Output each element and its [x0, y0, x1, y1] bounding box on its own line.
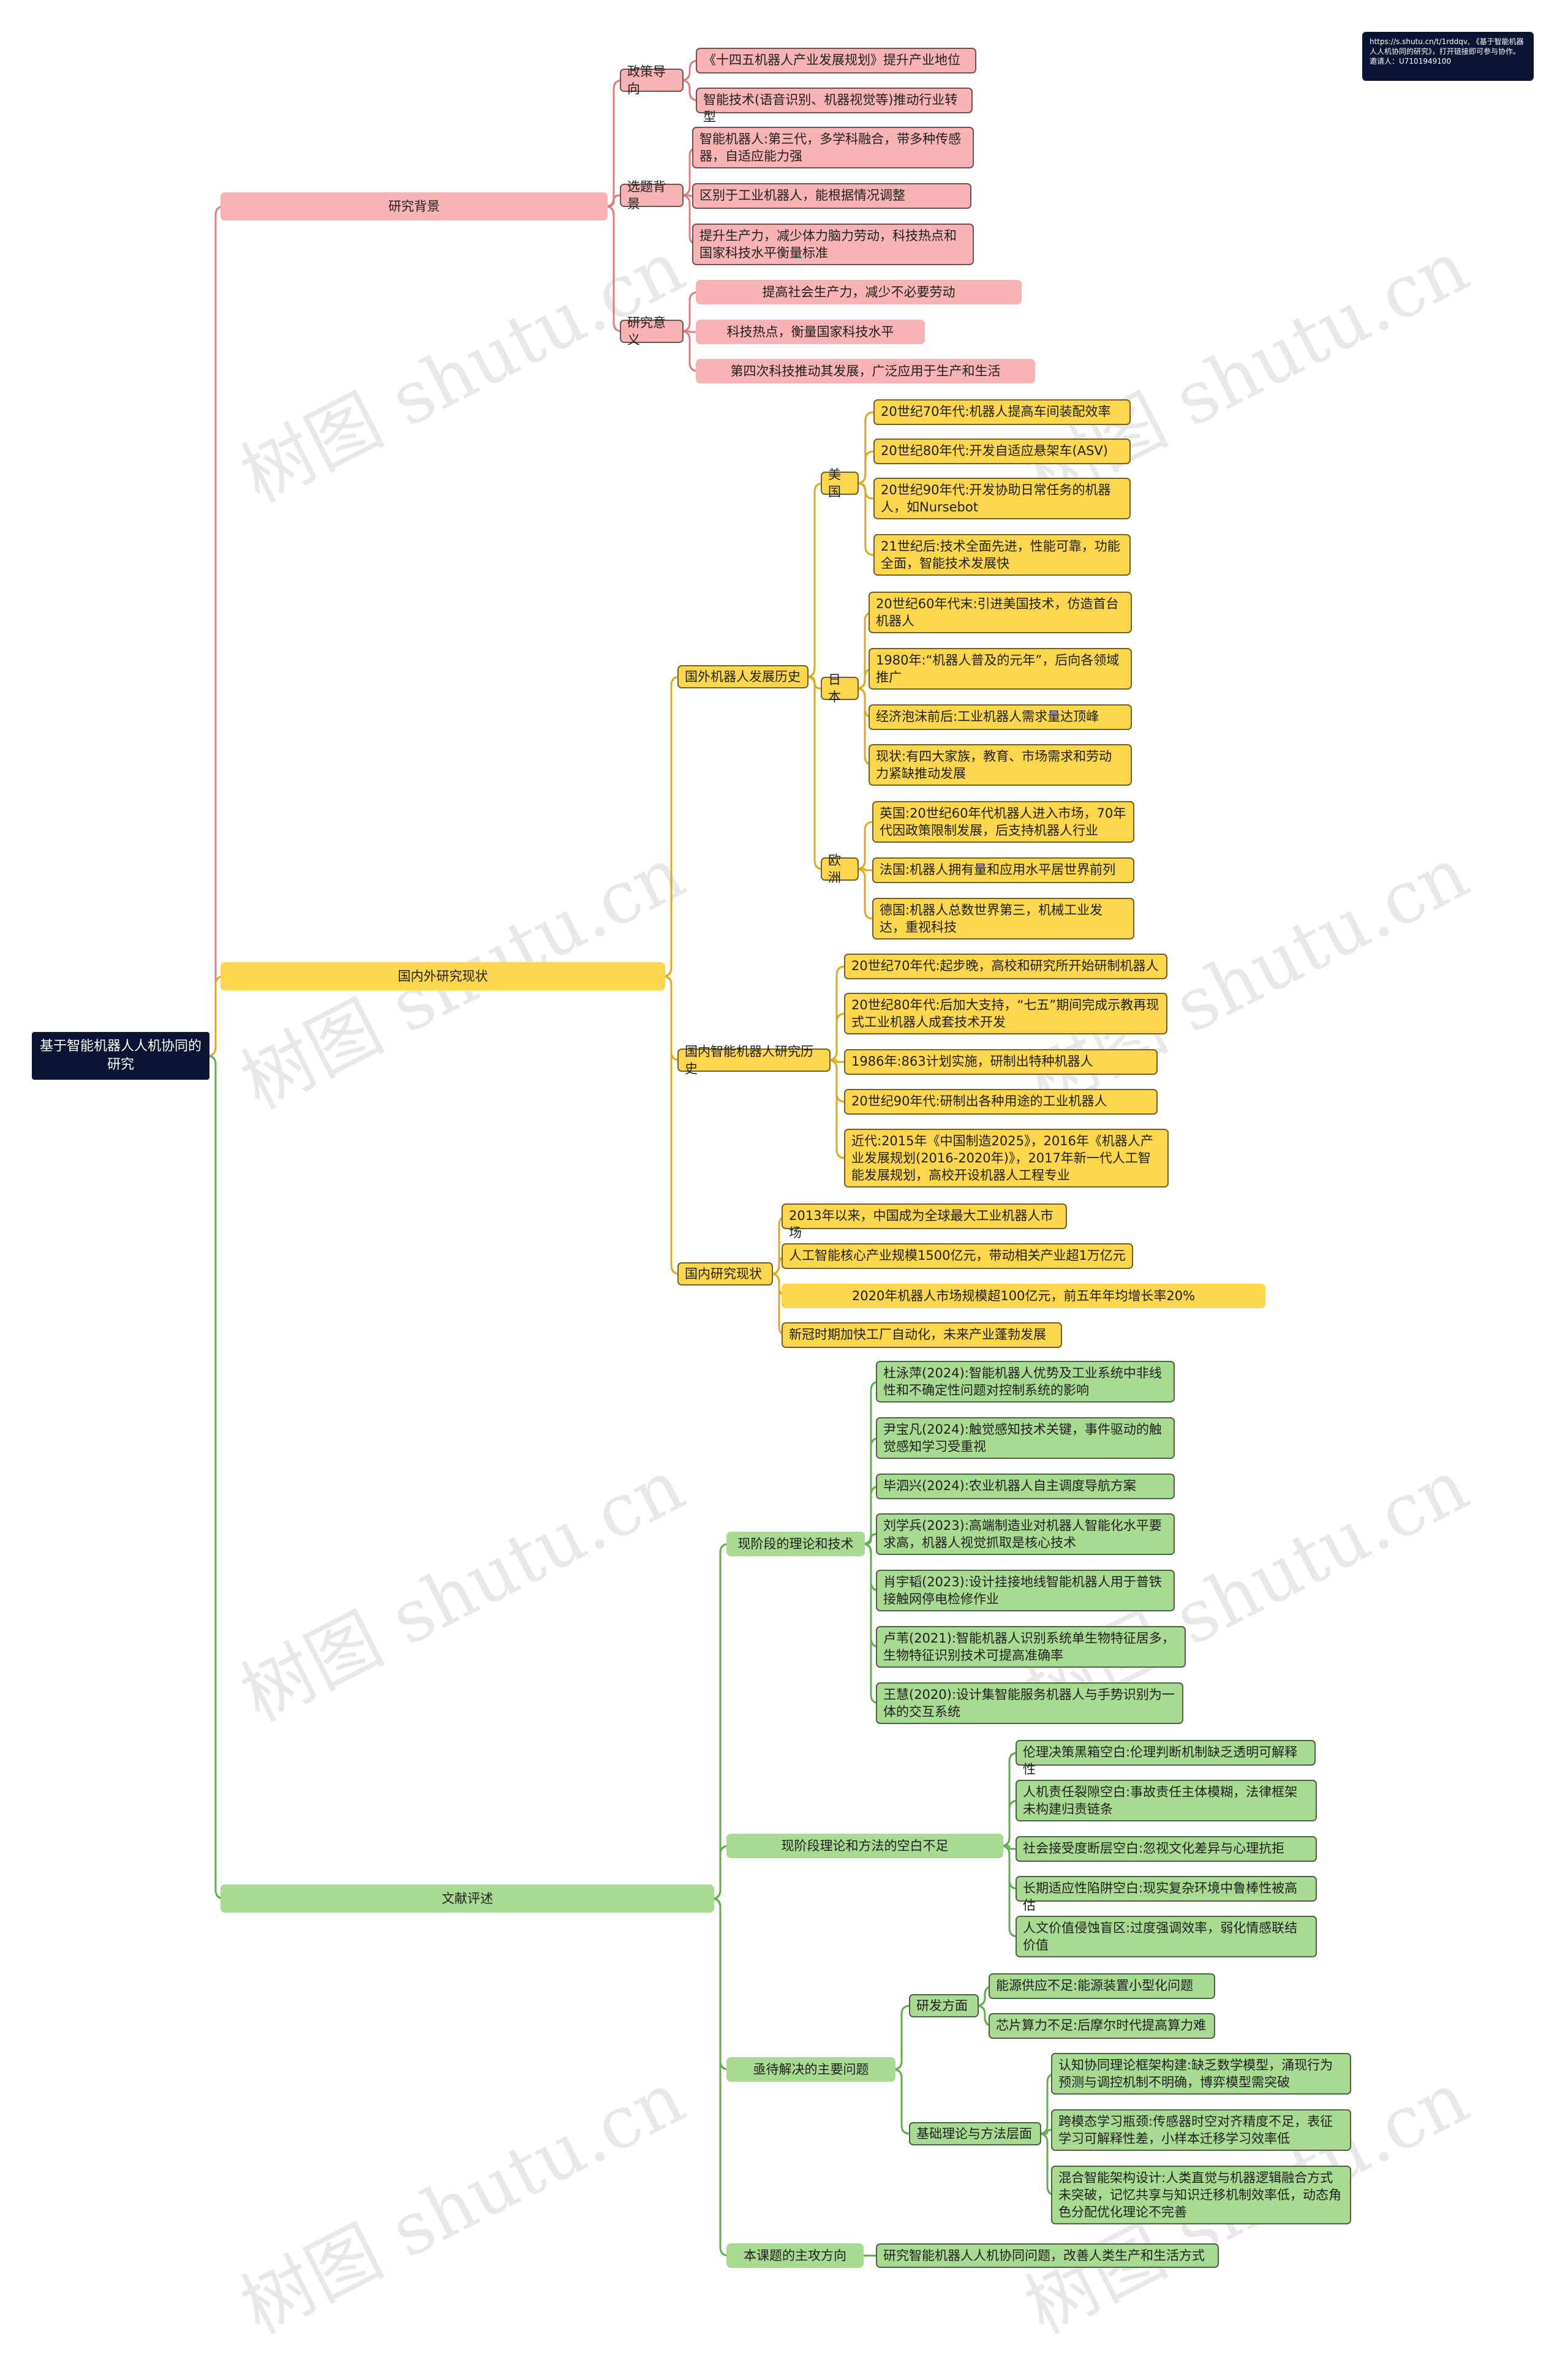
leaf-europe-2[interactable]: 法国:机器人拥有量和应用水平居世界前列	[872, 857, 1134, 883]
connector-line	[856, 450, 874, 484]
leaf-theory-1[interactable]: 杜泳萍(2024):智能机器人优势及工业系统中非线性和不确定性问题对控制系统的影…	[876, 1361, 1175, 1402]
connector-line	[865, 1533, 876, 1545]
connector-line	[805, 482, 824, 678]
node-foreign-history[interactable]: 国外机器人发展历史	[677, 665, 809, 688]
connector-line	[662, 676, 680, 977]
leaf-basic-2[interactable]: 跨模态学习瓶颈:传感器时空对齐精度不足，表征学习可解释性差，小样本迁移学习效率低	[1051, 2109, 1351, 2151]
node-europe[interactable]: 欧洲	[821, 853, 859, 885]
connector-line	[892, 2005, 911, 2071]
connector-line	[856, 482, 874, 556]
leaf-gap-1[interactable]: 伦理决策黑箱空白:伦理判断机制缺乏透明可解释性	[1016, 1740, 1316, 1777]
node-japan[interactable]: 日本	[821, 672, 859, 704]
leaf-europe-1[interactable]: 英国:20世纪60年代机器人进入市场，70年代因政策限制发展，后支持机器人行业	[872, 801, 1134, 843]
leaf-policy-1[interactable]: 《十四五机器人产业发展规划》提升产业地位	[696, 48, 976, 73]
leaf-topic-2[interactable]: 区别于工业机器人，能根据情况调整	[692, 183, 971, 209]
node-topic-background[interactable]: 选题背景	[620, 179, 684, 211]
leaf-direction-1[interactable]: 研究智能机器人人机协同问题，改善人类生产和生活方式	[876, 2243, 1219, 2268]
node-policy[interactable]: 政策导向	[620, 64, 684, 96]
leaf-theory-5[interactable]: 肖宇韬(2023):设计挂接地线智能机器人用于普铁接触网停电检修作业	[876, 1570, 1175, 1611]
connector-line	[859, 868, 872, 872]
node-current-theory[interactable]: 现阶段的理论和技术	[726, 1532, 865, 1556]
leaf-rd-2[interactable]: 芯片算力不足:后摩尔时代提高算力难	[989, 2013, 1215, 2039]
node-usa[interactable]: 美国	[821, 467, 859, 499]
branch-research-status[interactable]: 国内外研究现状	[221, 962, 665, 990]
leaf-topic-1[interactable]: 智能机器人:第三代，多学科融合，带多种传感器，自适应能力强	[692, 127, 974, 168]
node-domestic-history[interactable]: 国内智能机器人研究历史	[677, 1044, 831, 1076]
leaf-domestic-status-2[interactable]: 人工智能核心产业规模1500亿元，带动相关产业超1万亿元	[782, 1243, 1133, 1269]
leaf-significance-3[interactable]: 第四次科技推动其发展，广泛应用于生产和生活	[696, 359, 1035, 383]
connector-line	[1000, 1845, 1019, 1938]
leaf-domestic-history-2[interactable]: 20世纪80年代:后加大支持，“七五”期间完成示教再现式工业机器人成套技术开发	[844, 993, 1167, 1034]
leaf-japan-4[interactable]: 现状:有四大家族，教育、市场需求和劳动力紧缺推动发展	[869, 744, 1132, 786]
node-main-problems[interactable]: 亟待解决的主要问题	[726, 2057, 895, 2082]
connector-line	[206, 205, 225, 1057]
connector-line	[827, 1012, 846, 1061]
leaf-domestic-status-3[interactable]: 2020年机器人市场规模超100亿元，前五年年均增长率20%	[782, 1284, 1265, 1308]
connector-line	[1041, 2129, 1051, 2135]
leaf-usa-4[interactable]: 21世纪后:技术全面先进，性能可靠，功能全面，智能技术发展快	[873, 534, 1131, 576]
connector-line	[892, 2068, 911, 2135]
connector-line	[662, 975, 680, 1275]
leaf-theory-6[interactable]: 卢苇(2021):智能机器人识别系统单生物特征居多，生物特征识别技术可提高准确率	[876, 1626, 1186, 1668]
leaf-significance-1[interactable]: 提高社会生产力，减少不必要劳动	[696, 280, 1022, 304]
leaf-usa-1[interactable]: 20世纪70年代:机器人提高车间装配效率	[873, 399, 1131, 425]
leaf-basic-3[interactable]: 混合智能架构设计:人类直觉与机器逻辑融合方式未突破，记忆共享与知识迁移机制效率低…	[1051, 2166, 1351, 2224]
leaf-japan-2[interactable]: 1980年:“机器人普及的元年”，后向各领域推广	[869, 648, 1132, 690]
leaf-topic-3[interactable]: 提升生产力，减少体力脑力劳动，科技热点和国家科技水平衡量标准	[692, 224, 974, 265]
connector-line	[605, 205, 623, 333]
connector-line	[831, 1059, 844, 1063]
connector-line	[608, 194, 620, 208]
leaf-europe-3[interactable]: 德国:机器人总数世界第三，机械工业发达，重视科技	[872, 898, 1134, 939]
root-topic[interactable]: 基于智能机器人人机协同的研究	[32, 1032, 209, 1080]
branch-literature-review[interactable]: 文献评述	[221, 1884, 714, 1913]
connector-line	[827, 1059, 846, 1159]
leaf-gap-4[interactable]: 长期适应性陷阱空白:现实复杂环境中鲁棒性被高估	[1016, 1876, 1317, 1913]
connector-line	[206, 1055, 225, 1900]
leaf-policy-2[interactable]: 智能技术(语音识别、机器视觉等)推动行业转型	[696, 88, 973, 124]
connector-line	[862, 1543, 880, 1704]
leaf-japan-1[interactable]: 20世纪60年代末:引进美国技术，仿造首台机器人	[869, 592, 1132, 633]
leaf-theory-3[interactable]: 毕泗兴(2024):农业机器人自主调度导航方案	[876, 1474, 1175, 1499]
leaf-significance-2[interactable]: 科技热点，衡量国家科技水平	[696, 320, 925, 344]
leaf-japan-3[interactable]: 经济泡沫前后:工业机器人需求量达顶峰	[869, 704, 1132, 730]
leaf-domestic-status-4[interactable]: 新冠时期加快工厂自动化，未来产业蓬勃发展	[782, 1322, 1062, 1348]
leaf-usa-3[interactable]: 20世纪90年代:开发协助日常任务的机器人，如Nursebot	[873, 478, 1131, 519]
leaf-theory-7[interactable]: 王慧(2020):设计集智能服务机器人与手势识别为一体的交互系统	[876, 1682, 1183, 1724]
node-gaps[interactable]: 现阶段理论和方法的空白不足	[726, 1834, 1003, 1858]
connector-line	[856, 868, 874, 920]
node-domestic-status[interactable]: 国内研究现状	[677, 1262, 773, 1286]
leaf-gap-3[interactable]: 社会接受度断层空白:忽视文化差异与心理抗拒	[1016, 1836, 1317, 1862]
connector-line	[684, 330, 696, 333]
connector-line	[856, 821, 874, 870]
leaf-domestic-history-4[interactable]: 20世纪90年代:研制出各种用途的工业机器人	[844, 1089, 1158, 1115]
leaf-theory-4[interactable]: 刘学兵(2023):高端制造业对机器人智能化水平要求高，机器人视觉抓取是核心技术	[876, 1513, 1175, 1555]
leaf-gap-5[interactable]: 人文价值侵蚀盲区:过度强调效率，弱化情感联结价值	[1016, 1916, 1317, 1957]
leaf-usa-2[interactable]: 20世纪80年代:开发自适应悬架车(ASV)	[873, 439, 1131, 464]
connector-line	[711, 1897, 729, 2257]
leaf-domestic-history-3[interactable]: 1986年:863计划实施，研制出特种机器人	[844, 1049, 1158, 1075]
connector-line	[680, 79, 699, 102]
leaf-domestic-history-1[interactable]: 20世纪70年代:起步晚，高校和研究所开始研制机器人	[844, 954, 1167, 979]
node-rd-aspect[interactable]: 研发方面	[909, 1994, 979, 2017]
connector-line	[684, 194, 692, 197]
node-main-direction[interactable]: 本课题的主攻方向	[726, 2243, 864, 2268]
leaf-theory-2[interactable]: 尹宝凡(2024):触觉感知技术关键，事件驱动的触觉感知学习受重视	[876, 1417, 1175, 1459]
connector-line	[680, 330, 699, 372]
node-basic-theory[interactable]: 基础理论与方法层面	[909, 2122, 1041, 2145]
connector-line	[1003, 1845, 1016, 1850]
mind-map-canvas: 树图 shutu.cn 树图 shutu.cn 树图 shutu.cn 树图 s…	[32, 32, 1534, 2350]
leaf-domestic-history-5[interactable]: 近代:2015年《中国制造2025》，2016年《机器人产业发展规划(2016-…	[844, 1129, 1169, 1188]
share-note[interactable]: https://s.shutu.cn/t/1rddqv, 《基于智能机器人人机协…	[1362, 32, 1534, 81]
connector-lines	[206, 59, 1057, 2257]
leaf-rd-1[interactable]: 能源供应不足:能源装置小型化问题	[989, 1973, 1215, 1999]
connector-line	[805, 676, 824, 870]
leaf-gap-2[interactable]: 人机责任裂隙空白:事故责任主体模糊，法律框架未构建归责链条	[1016, 1780, 1317, 1821]
leaf-basic-1[interactable]: 认知协同理论框架构建:缺乏数学模型，涌现行为预测与调控机制不明确，博弈模型需突破	[1051, 2053, 1351, 2095]
branch-research-background[interactable]: 研究背景	[221, 192, 608, 220]
leaf-domestic-status-1[interactable]: 2013年以来，中国成为全球最大工业机器人市场	[782, 1203, 1067, 1240]
node-significance[interactable]: 研究意义	[620, 315, 684, 347]
